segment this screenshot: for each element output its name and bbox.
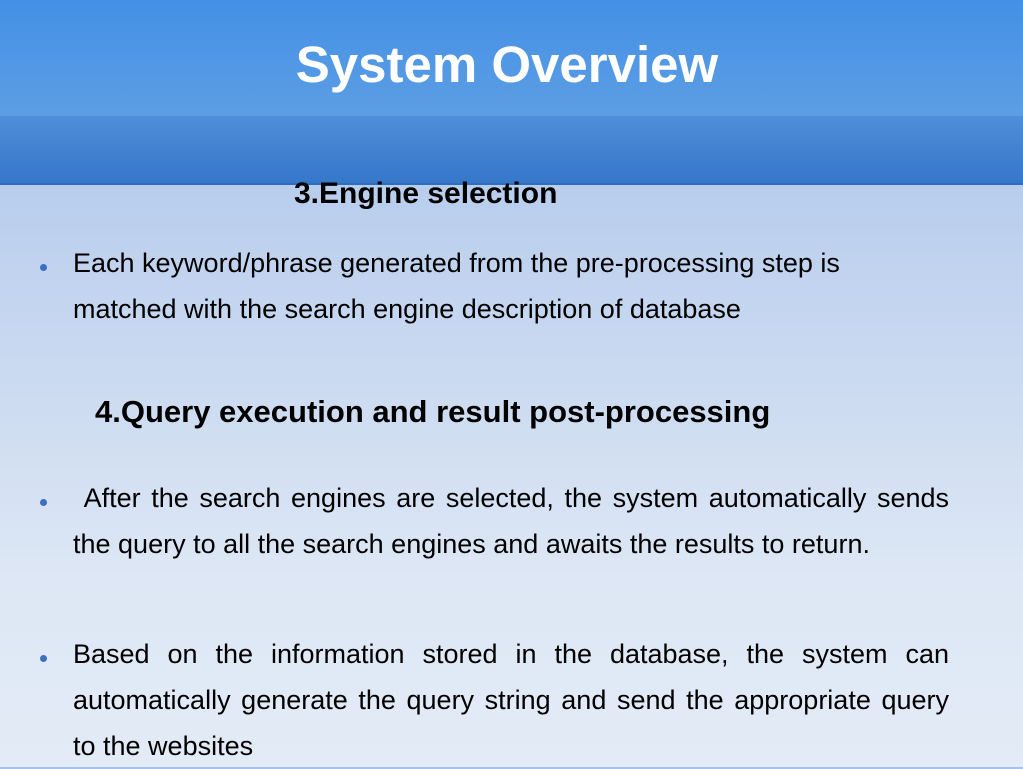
section-heading-query-execution: 4.Query execution and result post-proces…: [95, 394, 771, 429]
section-heading-engine-selection: 3.Engine selection: [294, 177, 558, 210]
bullet-text: Based on the information stored in the d…: [73, 639, 949, 761]
title-bar-bottom-band: [0, 116, 1023, 183]
title-bar: [0, 0, 1023, 185]
bullet-text: Each keyword/phrase generated from the p…: [73, 248, 840, 324]
bullet-dot-icon: [40, 264, 47, 271]
bullet-dot-icon: [40, 499, 47, 506]
bullet-dot-icon: [40, 655, 47, 662]
title-bar-top-band: [0, 0, 1023, 116]
bullet-text: After the search engines are selected, t…: [73, 483, 957, 559]
slide-title: System Overview: [295, 36, 719, 93]
